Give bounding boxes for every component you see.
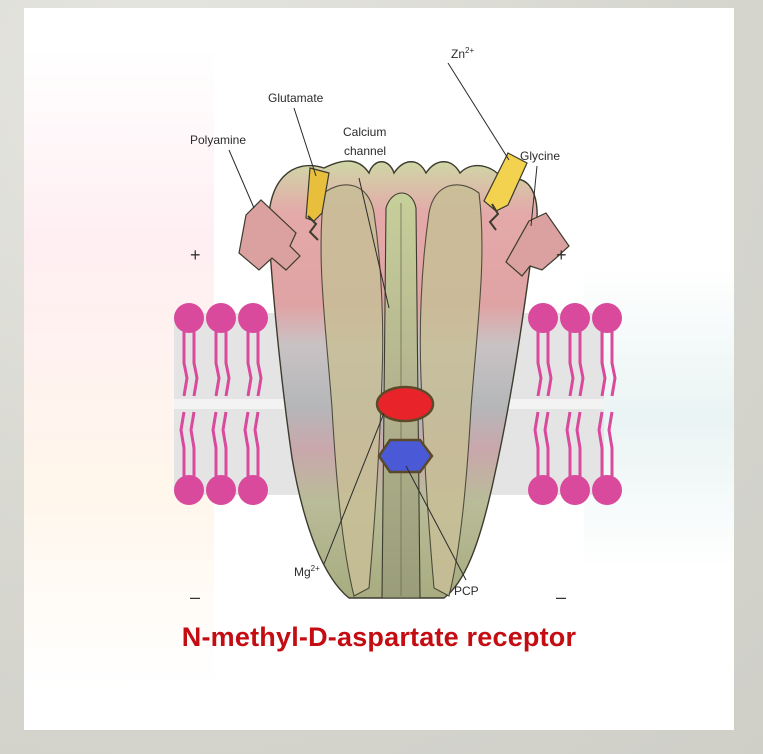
figure-caption: N-methyl-D-aspartate receptor (24, 622, 734, 653)
lipid-tail (602, 330, 605, 396)
lipid-head (206, 303, 236, 333)
nmda-receptor-diagram: Polyamine Glutamate Calcium channel Zn2+… (24, 8, 734, 608)
lipid-head (528, 475, 558, 505)
lipid-tail (612, 330, 615, 396)
lipid-head (174, 303, 204, 333)
zn-label: Zn2+ (451, 46, 474, 61)
lipid-head (238, 475, 268, 505)
glutamate-label: Glutamate (268, 91, 324, 105)
lipid-head (206, 475, 236, 505)
slide: Polyamine Glutamate Calcium channel Zn2+… (24, 8, 734, 730)
polyamine-label: Polyamine (190, 133, 246, 147)
pcp-label: PCP (454, 584, 479, 598)
receptor-complex (268, 161, 537, 598)
lipid-head (174, 475, 204, 505)
channel-label: channel (344, 144, 386, 158)
lipid-head (592, 303, 622, 333)
minus-sign-left: – (190, 587, 200, 607)
lipid-head (592, 475, 622, 505)
mg-label: Mg2+ (294, 564, 320, 579)
minus-sign-right: – (556, 587, 566, 607)
glycine-label: Glycine (520, 149, 560, 163)
lipid-tail (609, 412, 612, 478)
plus-sign-right: + (556, 245, 567, 265)
lipid-head (560, 475, 590, 505)
plus-sign-left: + (190, 245, 201, 265)
mg-binding-site (377, 387, 433, 421)
lipid-head (238, 303, 268, 333)
lipid-head (560, 303, 590, 333)
pcp-binding-site (379, 440, 432, 472)
lipid-head (528, 303, 558, 333)
calcium-label: Calcium (343, 125, 386, 139)
